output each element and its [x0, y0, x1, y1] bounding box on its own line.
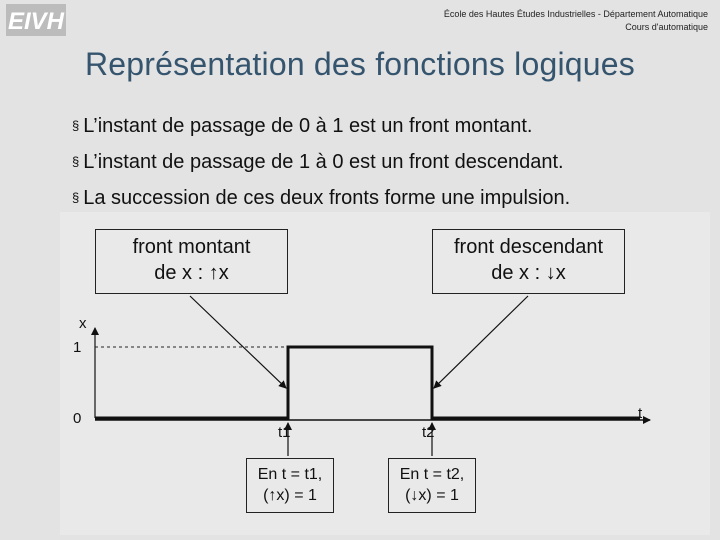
school-logo: EIVH: [6, 4, 66, 36]
t2-label: t2: [422, 424, 435, 441]
falling-front-box: front descendant de x : ↓x: [432, 229, 625, 294]
t2-note-line1: En t = t2,: [399, 466, 465, 483]
rising-front-title: front montant: [132, 236, 251, 258]
bullet-list: §L’instant de passage de 0 à 1 est un fr…: [72, 108, 570, 216]
bullet-marker: §: [72, 154, 80, 169]
t1-note-line1: En t = t1,: [257, 466, 323, 483]
t1-note-line2: (↑x) = 1: [263, 487, 317, 504]
t2-note-box: En t = t2, (↓x) = 1: [388, 458, 476, 513]
t1-label: t1: [278, 424, 291, 441]
bullet-marker: §: [72, 190, 80, 205]
rising-front-arrow: [189, 295, 287, 389]
header-text: École des Hautes Études Industrielles - …: [444, 8, 708, 34]
falling-front-arrow: [433, 295, 529, 389]
t1-note-box: En t = t1, (↑x) = 1: [246, 458, 334, 513]
course-name: Cours d'automatique: [625, 22, 708, 32]
pulse-signal: [95, 345, 640, 420]
logo-lettering: EIVH: [8, 8, 65, 35]
y-axis-label: x: [79, 315, 87, 332]
y-tick-high-label: 1: [73, 339, 82, 356]
institution-name: École des Hautes Études Industrielles - …: [443, 9, 708, 19]
y-tick-low-label: 0: [73, 410, 82, 427]
bullet-text: La succession de ces deux fronts forme u…: [83, 187, 571, 209]
t2-note-line2: (↓x) = 1: [405, 487, 459, 504]
bullet-item: §L’instant de passage de 1 à 0 est un fr…: [72, 144, 570, 180]
slide-title: Représentation des fonctions logiques: [85, 46, 635, 82]
bullet-item: §La succession de ces deux fronts forme …: [72, 180, 570, 216]
bullet-text: L’instant de passage de 1 à 0 est un fro…: [83, 151, 564, 173]
rising-front-box: front montant de x : ↑x: [95, 229, 288, 294]
x-axis-label: t: [638, 405, 643, 422]
bullet-item: §L’instant de passage de 0 à 1 est un fr…: [72, 108, 570, 144]
bullet-text: L’instant de passage de 0 à 1 est un fro…: [83, 115, 533, 137]
bullet-marker: §: [72, 118, 80, 133]
rising-front-formula: de x : ↑x: [154, 262, 229, 284]
falling-front-formula: de x : ↓x: [491, 262, 566, 284]
falling-front-title: front descendant: [454, 236, 603, 258]
